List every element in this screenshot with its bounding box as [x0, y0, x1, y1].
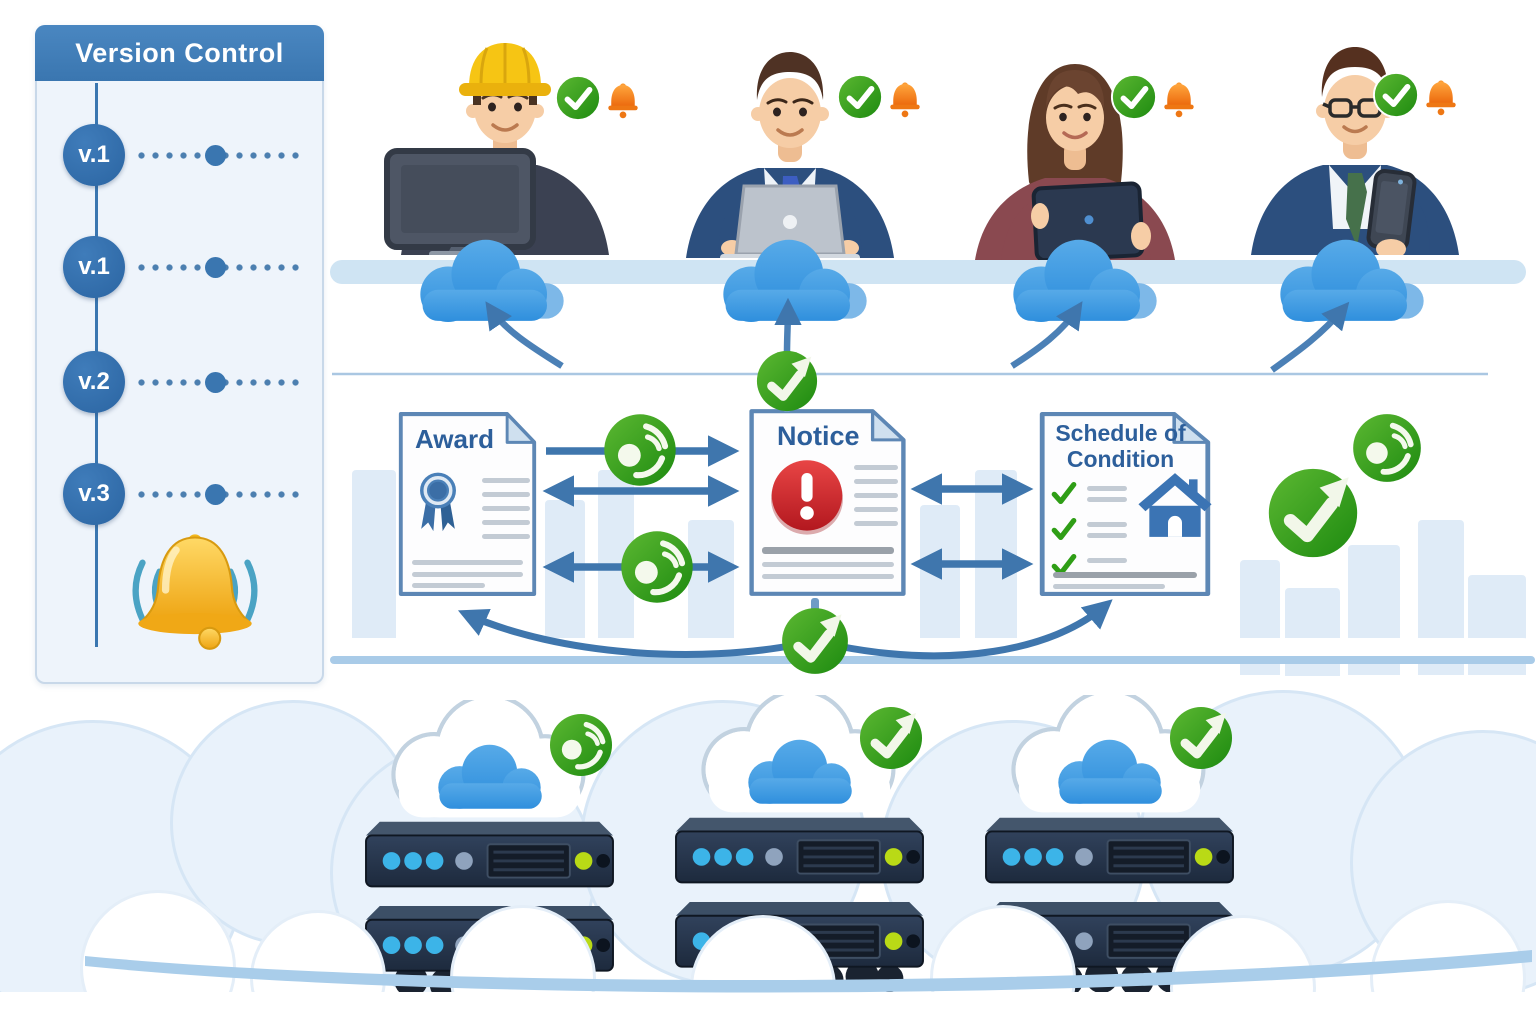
approved-check-icon	[1372, 71, 1420, 119]
progress-check-icon	[858, 705, 924, 771]
notification-bell-icon	[1420, 77, 1462, 119]
notification-bell-icon	[602, 80, 644, 122]
skyline-building	[920, 505, 960, 640]
progress-check-icon	[1168, 705, 1234, 771]
doc-connector	[811, 598, 819, 612]
version-node[interactable]: v.2	[63, 351, 125, 413]
version-node[interactable]: v.3	[63, 463, 125, 525]
sync-refresh-icon	[619, 529, 695, 605]
notification-bell-icon	[884, 79, 926, 121]
sync-refresh-icon	[602, 412, 678, 488]
version-control-panel: Version Control v.1 v.1 v.2 v.3	[35, 25, 324, 684]
alert-exclamation-icon	[767, 457, 847, 537]
panel-title: Version Control	[35, 25, 324, 81]
document-title: Notice	[777, 421, 860, 451]
version-node[interactable]: v.1	[63, 236, 125, 298]
commit-dot	[205, 257, 226, 278]
cloud-icon[interactable]	[705, 232, 875, 332]
engineer-illustration	[384, 43, 609, 255]
cloud-icon[interactable]	[402, 232, 572, 332]
laptop-icon	[720, 184, 860, 258]
skyline-building	[352, 470, 396, 640]
approved-check-icon	[755, 349, 819, 413]
sync-refresh-icon	[548, 712, 614, 778]
commit-dot	[205, 372, 226, 393]
desktop-monitor-icon	[384, 148, 536, 255]
cloud-icon[interactable]	[995, 232, 1165, 332]
progress-check-icon	[780, 606, 850, 676]
approved-check-icon	[836, 73, 884, 121]
version-node[interactable]: v.1	[63, 124, 125, 186]
cloud-icon[interactable]	[1262, 232, 1432, 332]
band-edge	[330, 656, 1535, 664]
man-phone-illustration	[1251, 47, 1459, 255]
document-title: Schedule of Condition	[1055, 420, 1186, 473]
document-award[interactable]: Award	[395, 408, 540, 600]
smartphone-icon	[1366, 168, 1417, 252]
skyline-building	[545, 500, 585, 640]
ringing-bell-icon	[105, 527, 285, 653]
bottom-fill	[0, 992, 1536, 1024]
commit-dot	[205, 484, 226, 505]
house-icon	[1136, 470, 1214, 540]
sync-refresh-icon	[1351, 412, 1423, 484]
award-ribbon-icon	[409, 466, 467, 536]
checklist-tick-icon	[1051, 516, 1077, 542]
approved-check-icon	[1110, 73, 1158, 121]
document-notice[interactable]: Notice	[745, 405, 910, 600]
approved-check-icon	[554, 74, 602, 122]
document-title: Award	[415, 424, 494, 454]
manager-laptop-illustration	[686, 52, 894, 258]
progress-check-icon	[1266, 466, 1360, 560]
document-schedule-of-condition[interactable]: Schedule of Condition	[1035, 408, 1215, 600]
skyline-building	[975, 470, 1017, 640]
notification-bell-icon	[1158, 79, 1200, 121]
woman-tablet-illustration	[975, 64, 1175, 260]
commit-dot	[205, 145, 226, 166]
checklist-tick-icon	[1051, 480, 1077, 506]
